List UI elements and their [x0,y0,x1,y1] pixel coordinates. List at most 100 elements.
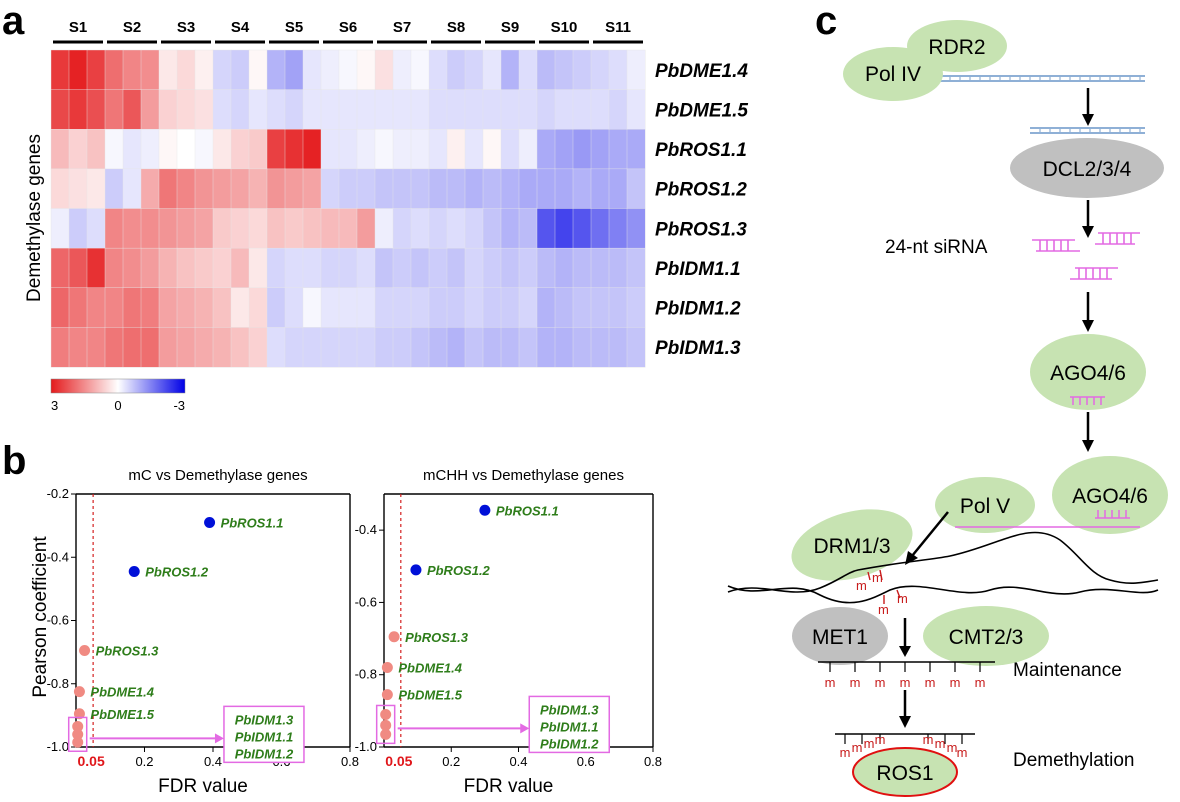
scatter-point [479,504,491,516]
heatmap-cell [356,208,376,249]
heatmap-cell [572,168,592,209]
heatmap-cell [446,247,466,289]
heatmap-cell [410,129,430,170]
heatmap-cell [554,49,574,91]
heatmap-cell [428,327,448,368]
heatmap-cell [374,287,394,328]
heatmap-cell [428,168,448,209]
heatmap-cell [500,89,520,130]
heatmap-cell [248,49,268,91]
heatmap-cell [140,49,160,91]
heatmap-cell [518,208,538,249]
heatmap-cell [230,327,250,368]
heatmap-cell [518,49,538,91]
point-label: PbDME1.4 [398,660,462,675]
heatmap-cell [590,168,610,209]
dna-strand-1 [727,531,1159,593]
methyl-mark: m [825,675,836,690]
heatmap-cell [194,208,214,249]
colorbar-label-mid: 0 [114,398,121,413]
heatmap-cell [140,208,160,249]
heatmap-cell [374,247,394,289]
heatmap-cell [86,89,106,130]
point-label: PbROS1.2 [427,563,491,578]
heatmap-cell [158,168,178,209]
x-tick-label: 0.8 [644,754,662,769]
heatmap-cell [320,49,340,91]
heatmap-cell [284,89,304,130]
heatmap-cell [446,49,466,91]
heatmap-cell [608,327,628,368]
heatmap-cell [482,208,502,249]
scatter-point [204,516,216,528]
heatmap-cell [302,129,322,170]
y-tick-label: -0.6 [47,613,69,628]
heatmap-cell [122,89,142,130]
ros1-label: ROS1 [876,762,933,785]
heatmap-cell [302,247,322,289]
heatmap-cell [104,208,124,249]
heatmap-cell [68,208,88,249]
heatmap-cell [464,129,484,170]
heatmap-cell [302,287,322,328]
heatmap-column-label: S6 [339,19,357,36]
heatmap-cell [536,168,556,209]
heatmap-cell [518,327,538,368]
heatmap-cell [158,247,178,289]
methyl-mark: m [897,591,908,606]
heatmap-cell [320,168,340,209]
heatmap-cell [248,247,268,289]
heatmap-cell [176,247,196,289]
heatmap-cell [338,287,358,328]
heatmap-cell [194,168,214,209]
heatmap-cell [392,49,412,91]
heatmap-cell [50,89,70,130]
heatmap-cell [50,327,70,368]
heatmap-cell [248,168,268,209]
heatmap-cell [284,247,304,289]
scatter-plot-mc: mC vs Demethylase genes-1.0-0.8-0.6-0.4-… [47,467,359,797]
heatmap-cell [248,287,268,328]
heatmap-cell [158,49,178,91]
heatmap-cell [320,129,340,170]
met1-label: MET1 [812,626,868,649]
heatmap-cell [446,287,466,328]
highlight-box-label: PbIDM1.1 [540,719,599,734]
heatmap-cell [338,327,358,368]
fdr-threshold-label: 0.05 [78,753,105,769]
heatmap-cell [284,327,304,368]
heatmap-cell [104,247,124,289]
heatmap-cell [482,49,502,91]
methyl-mark: m [864,736,875,751]
heatmap-cell [194,89,214,130]
heatmap-cell [410,247,430,289]
heatmap-cell [266,168,286,209]
highlight-box [223,705,305,764]
heatmap-cell [482,168,502,209]
heatmap-cell [320,247,340,289]
heatmap-cell [428,89,448,130]
methyl-mark: m [957,745,968,760]
heatmap-cell [608,49,628,91]
methyl-mark: m [872,570,883,585]
scatter-point [72,728,84,740]
heatmap-cell [248,129,268,170]
heatmap-cell [608,208,628,249]
heatmap-cell [104,287,124,328]
heatmap-cell [86,208,106,249]
heatmap-cell [68,168,88,209]
heatmap-column-label: S9 [501,19,519,36]
heatmap-cell [482,129,502,170]
heatmap-cell [302,327,322,368]
colorbar [50,378,186,394]
heatmap-cell [572,247,592,289]
heatmap-cell [104,49,124,91]
heatmap-cell [140,247,160,289]
heatmap-cell [356,327,376,368]
heatmap-cell [626,287,646,328]
heatmap-cell [158,208,178,249]
heatmap-cell [122,287,142,328]
heatmap-cell [392,168,412,209]
scatter-plot-mchh: mCHH vs Demethylase genes-1.0-0.8-0.6-0.… [355,467,662,797]
heatmap-cell [626,89,646,130]
